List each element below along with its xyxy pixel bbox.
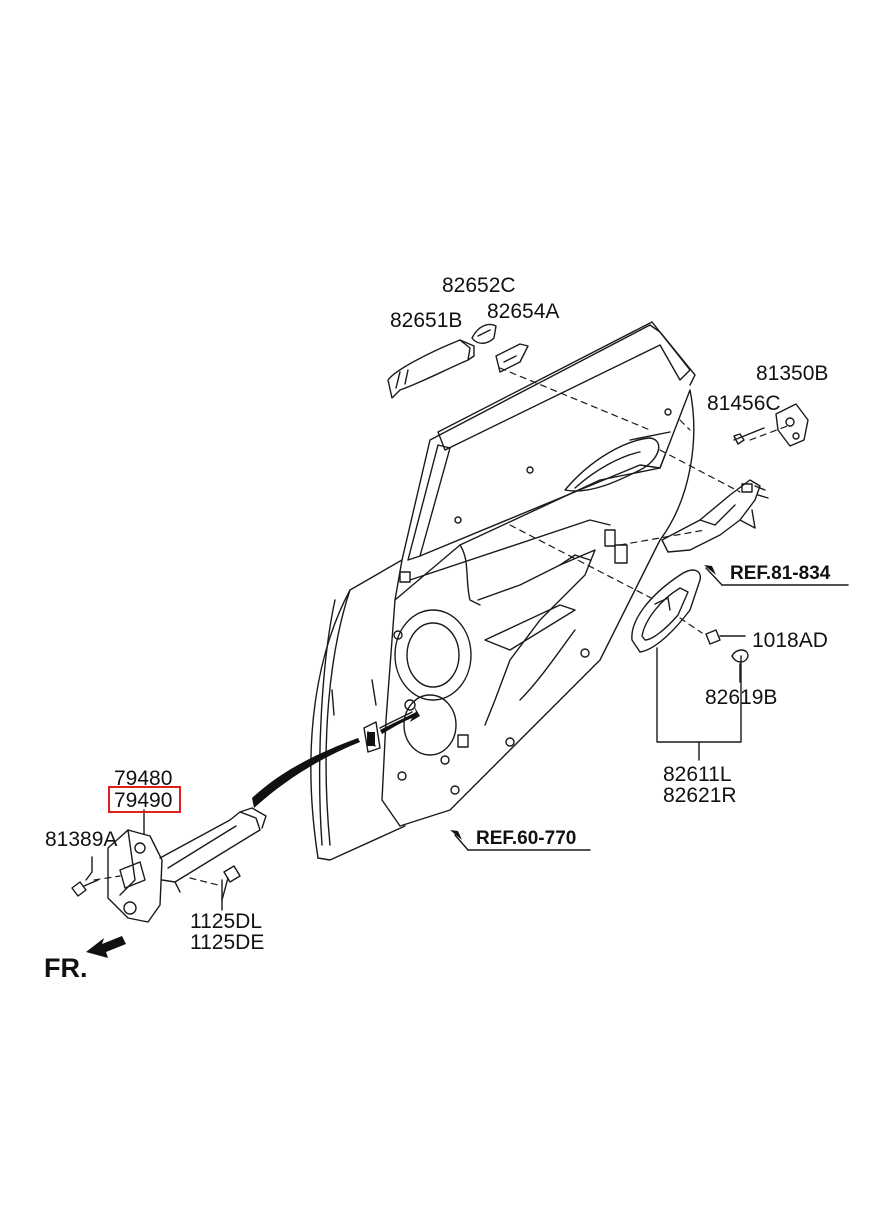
ref-60-770: REF.60-770: [476, 828, 577, 849]
latch-mechanism: [661, 479, 769, 553]
bolt-1125DL: [221, 865, 241, 911]
checker-mount-block: [367, 732, 375, 746]
fr-arrow: [86, 936, 126, 958]
outside-handle: [387, 339, 475, 399]
label-1125DL: 1125DL: [190, 910, 263, 933]
handle-recess: [564, 431, 671, 492]
front-direction-label: FR.: [44, 953, 88, 983]
ref-60770-arrowhead: [450, 830, 462, 840]
plug-82619B: [731, 649, 749, 683]
label-1018AD: 1018AD: [752, 629, 828, 652]
screw-1018AD: [705, 629, 746, 645]
cover-81350B: [775, 403, 809, 447]
label-82611L: 82611L: [663, 763, 732, 786]
inside-handle-bezel: [631, 569, 702, 653]
label-82652C: 82652C: [442, 274, 516, 297]
label-79480: 79480: [114, 767, 173, 790]
label-82621R: 82621R: [663, 784, 737, 807]
ref-81834-arrowhead: [704, 565, 716, 575]
door-frame: [310, 321, 696, 861]
bolt-81389A: [71, 856, 99, 897]
door-inner-panel: [331, 389, 695, 827]
label-82619B: 82619B: [705, 686, 778, 709]
base-82654A: [495, 343, 529, 373]
label-81350B: 81350B: [756, 362, 829, 385]
label-1125DE: 1125DE: [190, 931, 265, 954]
leader-dashes: [93, 367, 791, 887]
swoosh-arrow: [252, 738, 360, 808]
label-81456C: 81456C: [707, 392, 781, 415]
label-82651B: 82651B: [390, 309, 463, 332]
label-81389A: 81389A: [45, 828, 118, 851]
screw-81456C: [733, 427, 765, 445]
ref-81-834: REF.81-834: [730, 563, 831, 584]
highlight-box-79490: [108, 786, 181, 813]
label-79490: 79490: [114, 789, 173, 812]
cap-82652C: [471, 323, 497, 344]
door-checker: [107, 807, 267, 923]
label-82654A: 82654A: [487, 300, 560, 323]
